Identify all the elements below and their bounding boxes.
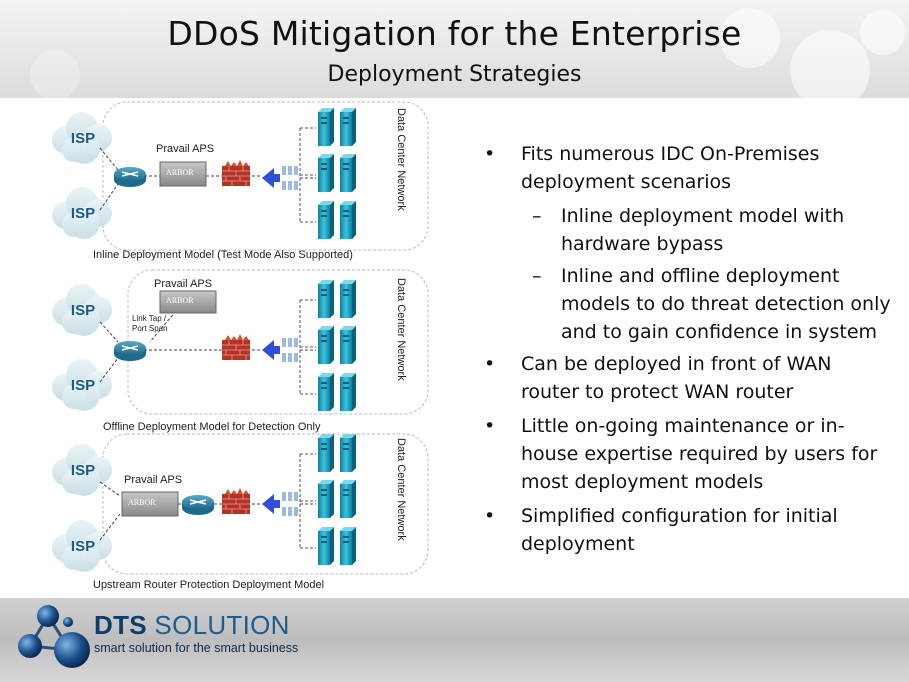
bullet-text-line: Fits numerous IDC On-Premises: [521, 143, 820, 165]
decor-bubble: [860, 10, 905, 55]
firewall-icon: [221, 333, 251, 361]
slide-footer: DTS SOLUTION smart solution for the smar…: [0, 598, 909, 682]
diagram-border: [102, 433, 429, 575]
device-label: Pravail APS: [154, 278, 212, 290]
diagram-caption: Offline Deployment Model for Detection O…: [103, 421, 321, 433]
diagram-offline: ISP ISP Link Tap / Port Span Pravail APS…: [52, 269, 429, 433]
slide-subtitle: Deployment Strategies: [327, 62, 582, 87]
isp-label: ISP: [71, 377, 95, 394]
datacenter-label: Data Center Network: [395, 278, 407, 381]
firewall-icon: [221, 487, 251, 515]
bullet-item: • Little on-going maintenance or in-house…: [484, 412, 894, 496]
arbor-appliance-icon: [121, 491, 179, 517]
slide-header: DDoS Mitigation for the Enterprise Deplo…: [0, 0, 909, 98]
company-tagline: smart solution for the smart business: [94, 641, 299, 655]
router-icon: [181, 494, 215, 516]
isp-label: ISP: [71, 302, 95, 319]
isp-label: ISP: [71, 205, 95, 222]
diagram-caption: Inline Deployment Model (Test Mode Also …: [93, 249, 353, 261]
sub-bullet-text-line: and to gain confidence in system: [561, 321, 878, 343]
bullet-text-line: router to protect WAN router: [521, 381, 794, 403]
sub-bullet-item: –Inline deployment model with hardware by…: [484, 202, 894, 258]
diagram-border: [102, 101, 429, 251]
appliance-brand: ARBOR: [128, 498, 156, 507]
router-icon: [113, 166, 147, 188]
load-balancer-icon: [262, 338, 298, 362]
sub-bullet-item: –Inline and offline deployment models to …: [484, 262, 894, 346]
bullet-text-line: deployment: [521, 533, 635, 555]
sub-bullet-marker: –: [532, 265, 542, 287]
company-logo-text: DTS SOLUTION: [94, 610, 290, 641]
router-icon: [113, 340, 147, 362]
logo-rest: SOLUTION: [146, 610, 290, 640]
sub-bullet-text-line: Inline and offline deployment: [561, 265, 840, 287]
diagram-inline: ISP ISP Pravail APS ARBOR Data Center Ne…: [52, 101, 429, 261]
datacenter-label: Data Center Network: [395, 438, 407, 541]
sub-bullet-text-line: models to do threat detection only: [561, 293, 891, 315]
bullet-text-line: Simplified configuration for initial: [521, 505, 838, 527]
arbor-appliance-icon: [159, 161, 207, 187]
bullet-marker: •: [484, 143, 496, 165]
diagram-upstream: ISP ISP Pravail APS ARBOR Data Center Ne…: [52, 433, 429, 591]
bullet-text-line: Little on-going maintenance or in-: [521, 415, 845, 437]
tap-label: Link Tap /: [132, 314, 167, 323]
server-cluster: [300, 434, 356, 565]
decor-bubble: [790, 30, 870, 98]
appliance-brand: ARBOR: [166, 168, 194, 177]
isp-label: ISP: [71, 462, 95, 479]
bullet-item: • Fits numerous IDC On-Premises deployment…: [484, 140, 894, 196]
server-cluster: [300, 280, 356, 411]
bullet-item: • Can be deployed in front of WAN router t…: [484, 350, 894, 406]
appliance-brand: ARBOR: [166, 296, 194, 305]
firewall-icon: [221, 159, 251, 187]
bullet-item: • Simplified configuration for initial dep…: [484, 502, 894, 558]
bullet-marker: •: [484, 415, 496, 437]
bullet-text-line: Can be deployed in front of WAN: [521, 353, 832, 375]
bullet-marker: •: [484, 505, 496, 527]
bullet-text-line: deployment scenarios: [521, 171, 732, 193]
sub-bullet-text-line: Inline deployment model with: [561, 205, 845, 227]
bullet-list: • Fits numerous IDC On-Premises deployment…: [484, 140, 894, 564]
bullet-text-line: house expertise required by users for: [521, 443, 878, 465]
diagram-caption: Upstream Router Protection Deployment Mo…: [93, 579, 324, 591]
deployment-diagrams: ISP ISP Pravail APS ARBOR Data Center Ne…: [52, 101, 429, 591]
decor-bubble: [720, 8, 780, 68]
isp-label: ISP: [71, 538, 95, 555]
sub-bullet-marker: –: [532, 205, 542, 227]
sub-bullet-text-line: hardware bypass: [561, 233, 724, 255]
slide-title: DDoS Mitigation for the Enterprise: [167, 14, 742, 53]
dts-logo-icon: [18, 605, 90, 668]
isp-label: ISP: [71, 130, 95, 147]
server-cluster: [300, 108, 356, 239]
decor-bubble: [30, 50, 80, 98]
load-balancer-icon: [262, 166, 298, 190]
device-label: Pravail APS: [156, 143, 214, 155]
load-balancer-icon: [262, 492, 298, 516]
logo-bold: DTS: [94, 610, 147, 640]
arbor-appliance-icon: [159, 290, 217, 314]
bullet-text-line: most deployment models: [521, 471, 764, 493]
tap-label: Port Span: [132, 324, 168, 333]
datacenter-label: Data Center Network: [395, 108, 407, 211]
device-label: Pravail APS: [124, 474, 182, 486]
bullet-marker: •: [484, 353, 496, 375]
